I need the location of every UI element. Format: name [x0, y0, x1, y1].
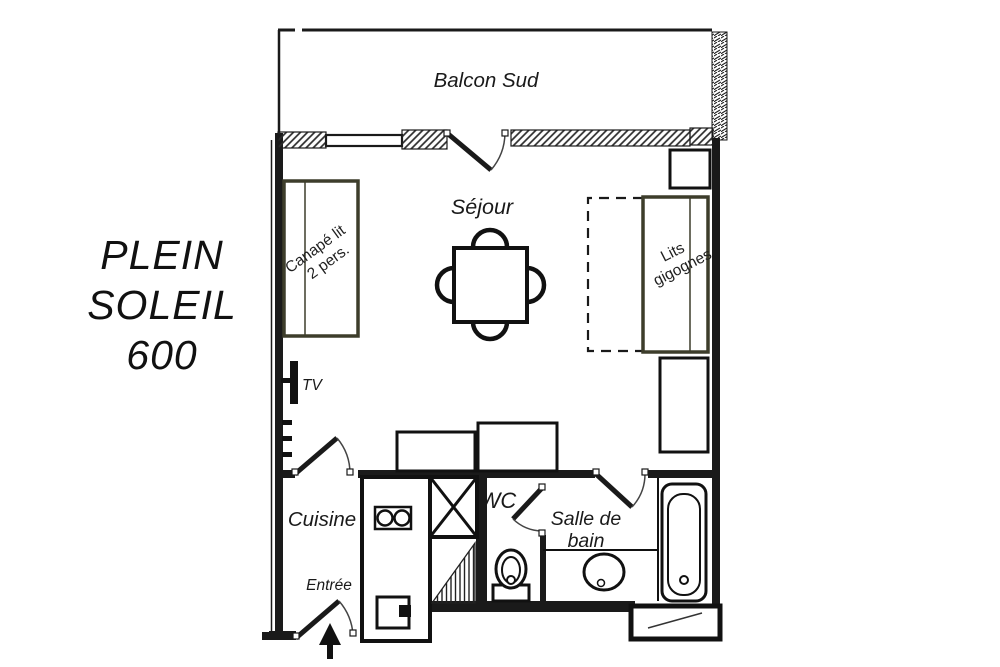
partition-stub [283, 470, 295, 478]
hatched-duct-triangle [430, 540, 476, 604]
door-hinge-nub [538, 529, 546, 537]
wall-tick-3 [282, 452, 292, 457]
entrance-arrow-head [319, 623, 341, 645]
burner-right [393, 509, 411, 527]
trundle-bed-outline [641, 195, 710, 354]
bathroom [543, 468, 723, 642]
bathroom-window-box [628, 603, 723, 642]
kitchen-label: Cuisine [288, 508, 356, 531]
wardrobe [658, 356, 710, 454]
trundle-bed-extended-dashed [586, 196, 643, 353]
balcony-label: Balcon Sud [434, 69, 539, 92]
sofa-bed-outline [282, 179, 360, 338]
chair-bottom [470, 321, 510, 342]
tv-unit [281, 361, 298, 457]
plan-title-line3: 600 [126, 332, 198, 378]
door-hinge-nub [443, 129, 451, 137]
sink-basin [582, 552, 626, 592]
entrance-door-leaf [294, 599, 341, 640]
closet-x-mark [428, 476, 479, 538]
wall-tick-1 [282, 420, 292, 425]
wc-door-swing-arc [512, 518, 543, 532]
door-hinge-nub [501, 129, 509, 137]
living-room-label: Séjour [451, 195, 514, 219]
bathroom-label-line1: Salle de [551, 508, 622, 530]
right-wall [712, 138, 720, 608]
bottom-wall-tick [262, 632, 270, 640]
toilet-drain [506, 575, 516, 585]
sink-drain [596, 578, 606, 588]
plan-title-line1: PLEIN [100, 232, 224, 278]
cabinet-2 [476, 421, 559, 473]
facade-window-glazing [324, 133, 404, 148]
wall-tick-2 [282, 436, 292, 441]
partition-wall-right [648, 470, 712, 478]
window-box-diagonal [647, 612, 703, 629]
facade-corner-segment [689, 127, 714, 146]
door-hinge-nub [641, 468, 649, 476]
chair-right [526, 265, 547, 305]
bathtub-inner [667, 493, 701, 596]
balcony-pillar-wall [711, 31, 728, 141]
door-hinge-nub [292, 632, 300, 640]
plan-title-line2: SOLEIL [87, 282, 237, 328]
door-hinge-nub [592, 468, 600, 476]
door-hinge-nub [349, 629, 357, 637]
facade-window-segment-3 [510, 129, 691, 147]
wc-left-wall [476, 477, 487, 612]
wc-door-leaf [511, 486, 544, 521]
dining-table-set [434, 227, 547, 342]
bottom-wall-services [429, 601, 635, 612]
balcony-door-swing-arc [490, 132, 506, 171]
sofa-bed: Canapé lit 2 pers. [282, 179, 360, 338]
partition-wall-left [358, 470, 595, 478]
dining-table [452, 246, 529, 324]
south-facade [277, 127, 714, 172]
trundle-beds: Lits gigognes [586, 195, 715, 354]
door-hinge-nub [291, 468, 299, 476]
facade-window-segment-2 [401, 129, 448, 150]
door-hinge-nub [346, 468, 354, 476]
chair-top [470, 227, 510, 248]
tv-mount [281, 378, 291, 383]
nightstand [668, 148, 712, 190]
kitchen-door-leaf [293, 436, 339, 476]
entrance [292, 599, 357, 659]
bathroom-door-swing-arc [631, 473, 646, 508]
chair-left [434, 265, 455, 305]
wc-label: WC [480, 488, 517, 513]
balcony [277, 28, 728, 141]
burner-left [376, 509, 394, 527]
bottom-wall-entrance [269, 631, 296, 640]
left-wall [275, 133, 283, 640]
entrance-label: Entrée [306, 577, 352, 594]
shower-closet [428, 475, 479, 604]
door-hinge-nub [538, 483, 546, 491]
wc-room [491, 483, 546, 603]
kitchen-block [291, 436, 432, 643]
facade-window-segment-1 [277, 131, 327, 149]
wc-right-wall [540, 535, 546, 603]
balcony-door-leaf [445, 131, 493, 172]
bathroom-label-line2: bain [568, 530, 605, 552]
tv-label: TV [302, 377, 323, 394]
bathtub-drain [679, 575, 689, 585]
cabinet-1 [395, 430, 477, 473]
bathroom-door-leaf [594, 472, 634, 509]
appliance-handle [399, 605, 411, 617]
plan-title: PLEIN SOLEIL 600 [62, 230, 262, 380]
tv-screen [290, 361, 298, 404]
